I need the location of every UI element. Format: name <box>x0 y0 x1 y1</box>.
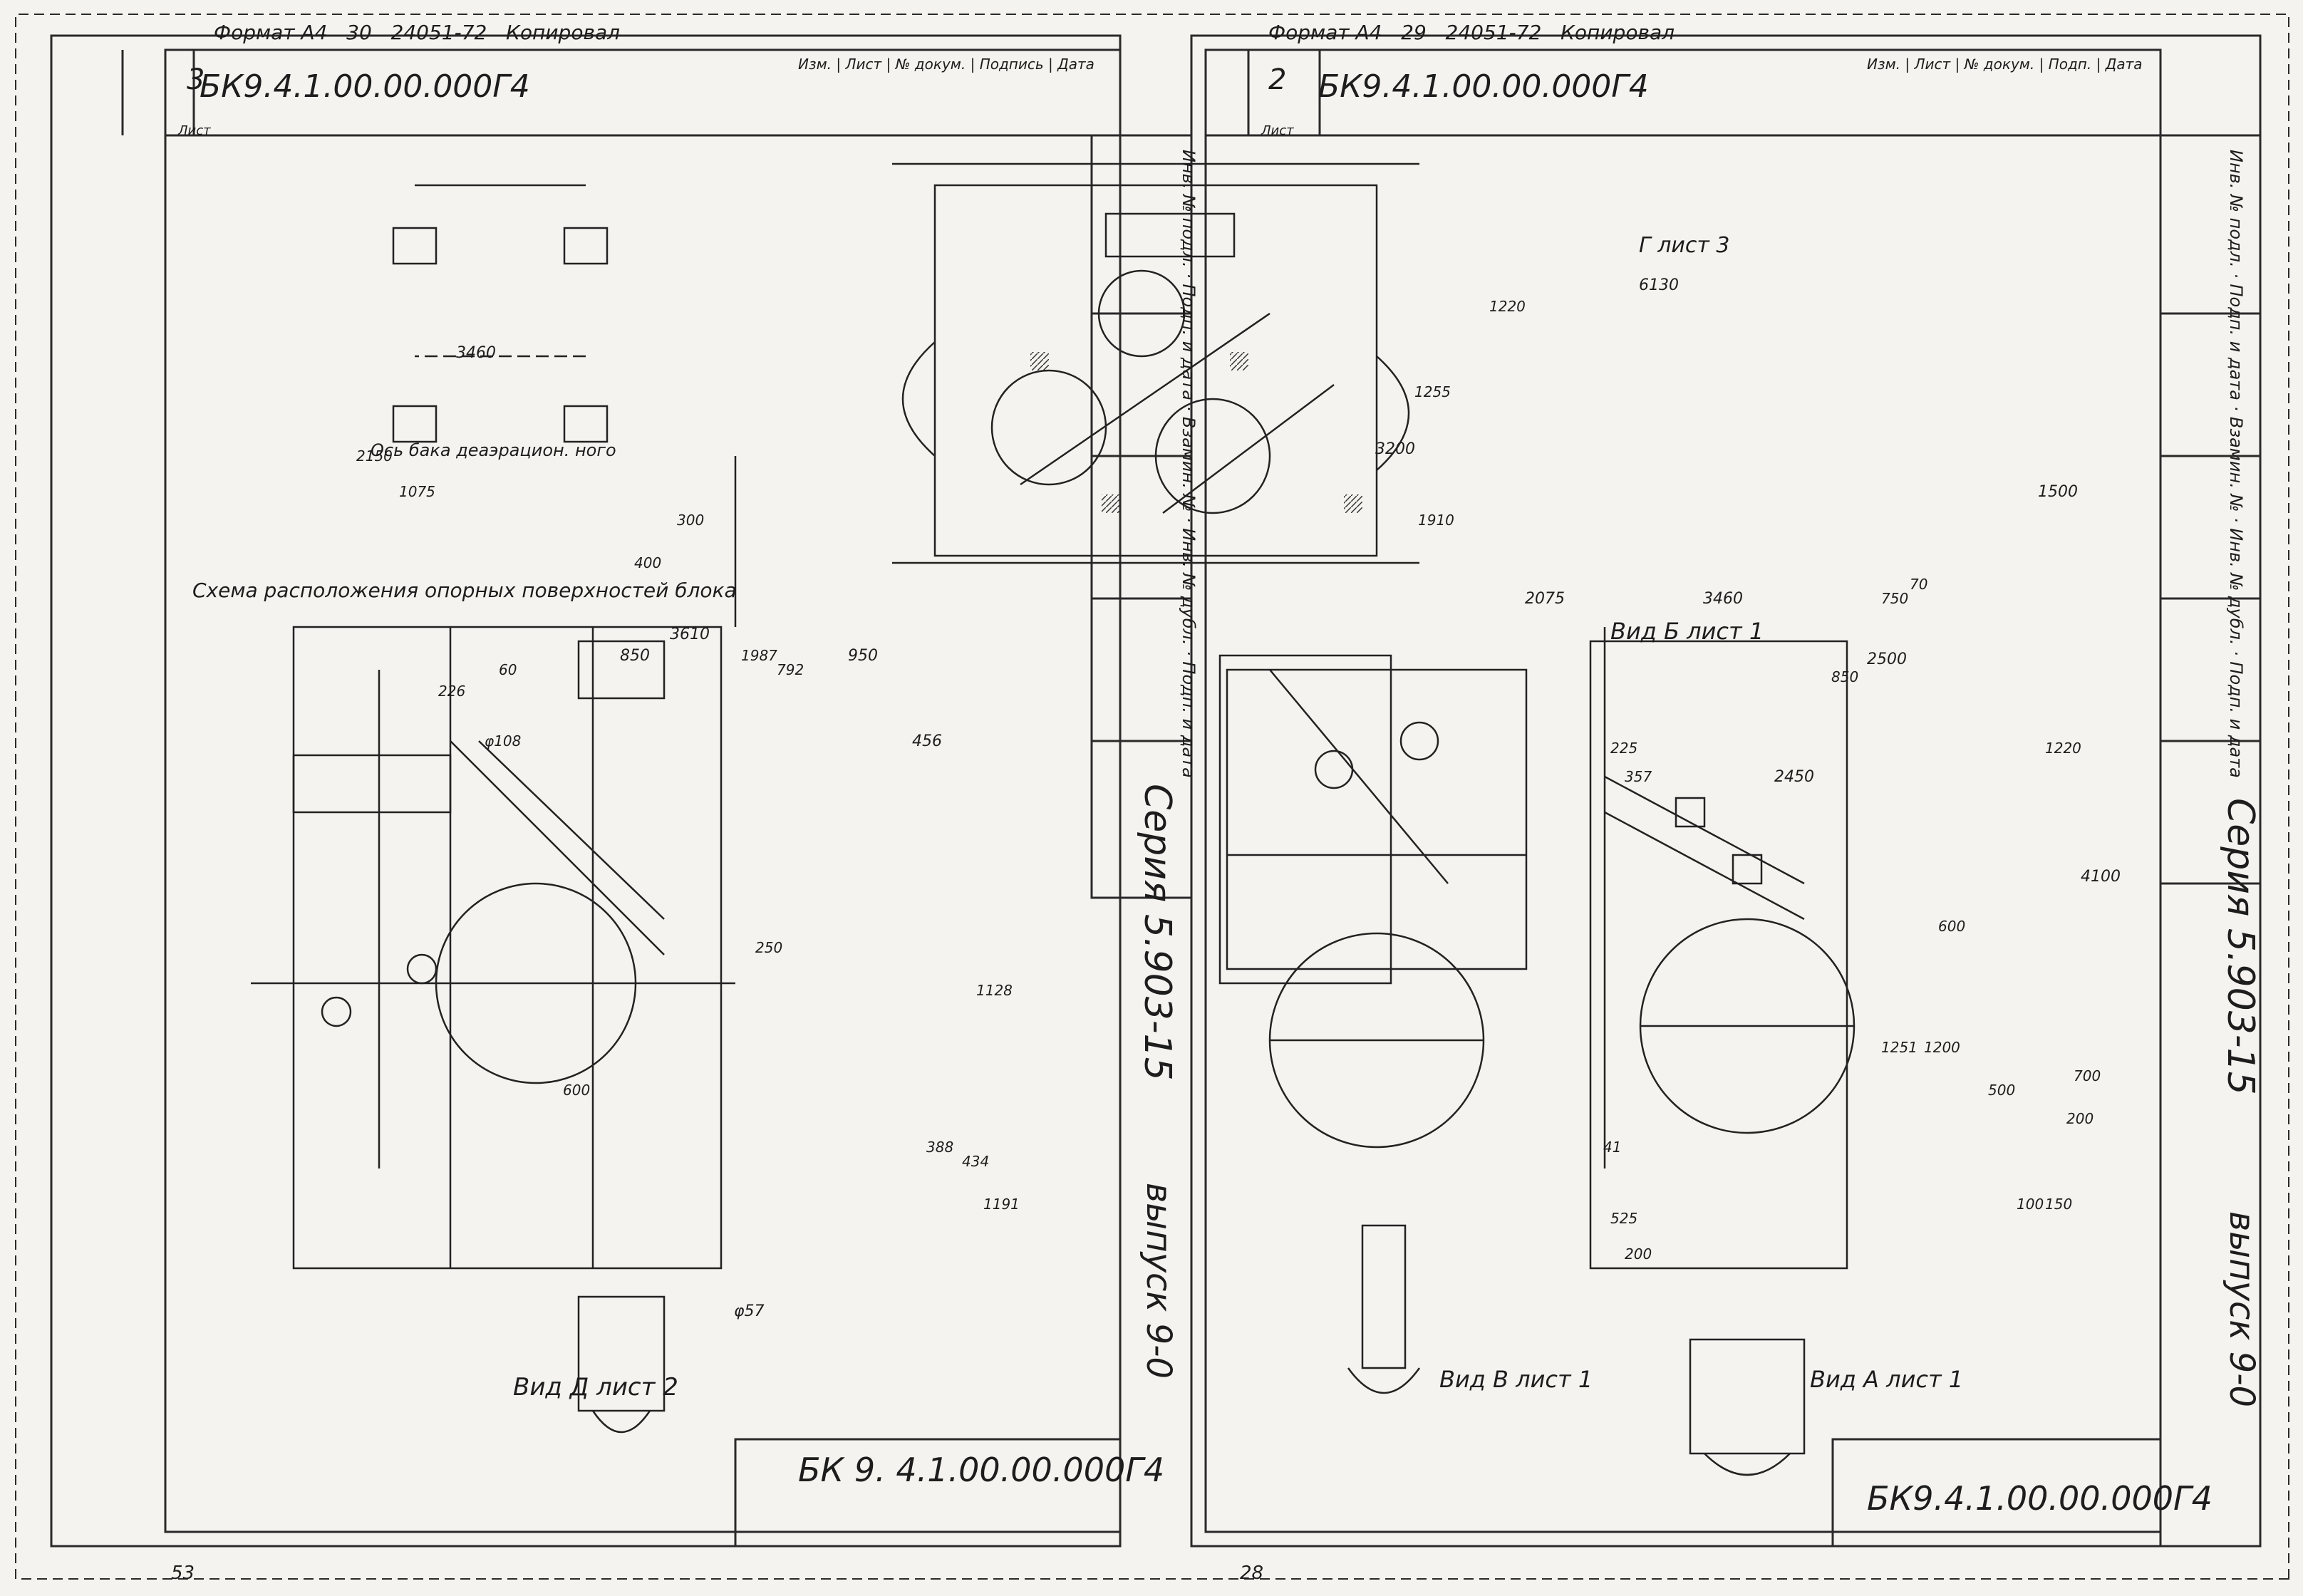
dim-4100: 4100 <box>2081 868 2121 886</box>
stamp-left: БК 9. 4.1.00.00.000Г4 <box>798 1451 1165 1489</box>
dim-200-left: 200 <box>1625 1245 1652 1263</box>
dim-850-right: 850 <box>1831 668 1859 685</box>
dim-200-right: 200 <box>2066 1110 2094 1127</box>
dim-525: 525 <box>1610 1210 1638 1227</box>
dim-2450: 2450 <box>1774 768 1814 786</box>
dim-1220-side: 1220 <box>2045 740 2081 757</box>
designation-right: БК9.4.1.00.00.000Г4 <box>1318 68 1649 105</box>
stamp-box-b <box>734 1438 1122 1548</box>
side-columns-right: Инв. № подл. · Подп. и дата · Взамин. № … <box>2226 150 2246 778</box>
dim-225: 225 <box>1610 740 1638 757</box>
dim-1251: 1251 <box>1881 1039 1918 1056</box>
dim-600-left: 600 <box>563 1082 591 1099</box>
view-g-label: Г лист 3 <box>1639 233 1730 258</box>
dim-phi57: φ57 <box>734 1302 765 1320</box>
dim-100: 100 <box>2017 1196 2044 1213</box>
sheet-number-left: 3 <box>187 63 205 96</box>
series-left: Серия 5.903-15 <box>1136 784 1179 1081</box>
sheet-label-left: Лист <box>178 123 211 138</box>
dim-1191: 1191 <box>983 1196 1020 1213</box>
dim-2075: 2075 <box>1525 590 1565 608</box>
frame-a <box>1190 34 2262 1548</box>
dim-1987: 1987 <box>741 647 777 664</box>
dim-750: 750 <box>1881 590 1909 607</box>
dim-456: 456 <box>912 732 942 750</box>
side-col-b <box>1090 134 1193 899</box>
issue-left: выпуск 9-0 <box>1139 1183 1179 1379</box>
dim-600-right: 600 <box>1938 918 1966 935</box>
dim-60: 60 <box>499 661 517 678</box>
dim-1075: 1075 <box>399 483 435 500</box>
hatch-marks <box>1030 352 1362 513</box>
dim-357: 357 <box>1625 768 1652 785</box>
sheet-label-right: Лист <box>1261 123 1294 138</box>
views-page-a <box>892 162 1856 1476</box>
dim-434: 434 <box>962 1153 990 1170</box>
dim-950: 950 <box>848 647 878 665</box>
dim-3610: 3610 <box>670 626 710 643</box>
dim-150: 150 <box>2045 1196 2073 1213</box>
titleblock-headers-left: Изм. | Лист | № докум. | Подпись | Дата <box>798 56 1094 73</box>
dim-3460-right: 3460 <box>1703 590 1743 608</box>
stamp-right: БК9.4.1.00.00.000Г4 <box>1867 1479 2213 1518</box>
frame-a-inner <box>1204 134 2162 1533</box>
series-right: Серия 5.903-15 <box>2219 798 2262 1095</box>
dim-1220-top: 1220 <box>1489 298 1526 315</box>
dim-3460-left: 3460 <box>456 344 496 362</box>
views-page-b <box>251 184 737 1434</box>
stamp-box-a <box>1831 1438 2162 1548</box>
copy-stamp-right: Формат А4 29 24051-72 Копировал <box>1268 21 1675 44</box>
side-col-a <box>2159 134 2262 885</box>
view-v-label: Вид В лист 1 <box>1439 1366 1593 1393</box>
view-b-label: Вид Б лист 1 <box>1610 618 1764 645</box>
view-a-label: Вид А лист 1 <box>1810 1366 1964 1393</box>
designation-left: БК9.4.1.00.00.000Г4 <box>200 68 530 105</box>
dim-phi108: φ108 <box>485 732 522 750</box>
dim-300: 300 <box>677 512 705 529</box>
dim-1255: 1255 <box>1414 383 1451 400</box>
support-title: Схема расположения опорных поверхностей … <box>192 579 737 602</box>
titleblock-b <box>164 48 1122 137</box>
copy-stamp-left: Формат А4 30 24051-72 Копировал <box>214 21 621 44</box>
dim-250: 250 <box>755 939 783 956</box>
dim-41: 41 <box>1603 1139 1622 1156</box>
dim-3200: 3200 <box>1375 440 1415 458</box>
dim-1500: 1500 <box>2038 483 2078 501</box>
dim-1910: 1910 <box>1418 512 1454 529</box>
titleblock-a <box>1204 48 2162 137</box>
dim-792: 792 <box>777 661 804 678</box>
dim-2150: 2150 <box>356 447 393 465</box>
dim-700: 700 <box>2074 1067 2101 1084</box>
side-columns-left: Инв. № подл. · Подп. и дата · Взамин. № … <box>1179 150 1199 778</box>
dim-400: 400 <box>634 554 662 571</box>
dim-70: 70 <box>1910 576 1928 593</box>
dim-850: 850 <box>620 647 650 665</box>
dim-6130: 6130 <box>1639 276 1679 294</box>
page-number-left: 53 <box>171 1563 195 1584</box>
page-number-right: 28 <box>1240 1563 1264 1584</box>
frame-b <box>50 34 1122 1548</box>
outer-border <box>15 14 2289 1580</box>
issue-right: выпуск 9-0 <box>2222 1211 2262 1408</box>
dim-388: 388 <box>926 1139 954 1156</box>
dim-1200: 1200 <box>1924 1039 1960 1056</box>
titleblock-headers-right: Изм. | Лист | № докум. | Подп. | Дата <box>1867 56 2143 73</box>
axis-note: Ось бака деаэрацион. ного <box>371 440 616 460</box>
sheet-number-right: 2 <box>1268 63 1287 96</box>
dim-500: 500 <box>1988 1082 2016 1099</box>
dim-226: 226 <box>438 683 466 700</box>
view-label-d: Вид Д лист 2 <box>513 1373 678 1401</box>
dim-2500: 2500 <box>1867 651 1907 668</box>
frame-b-inner <box>164 134 1122 1533</box>
dim-1128: 1128 <box>976 982 1013 999</box>
